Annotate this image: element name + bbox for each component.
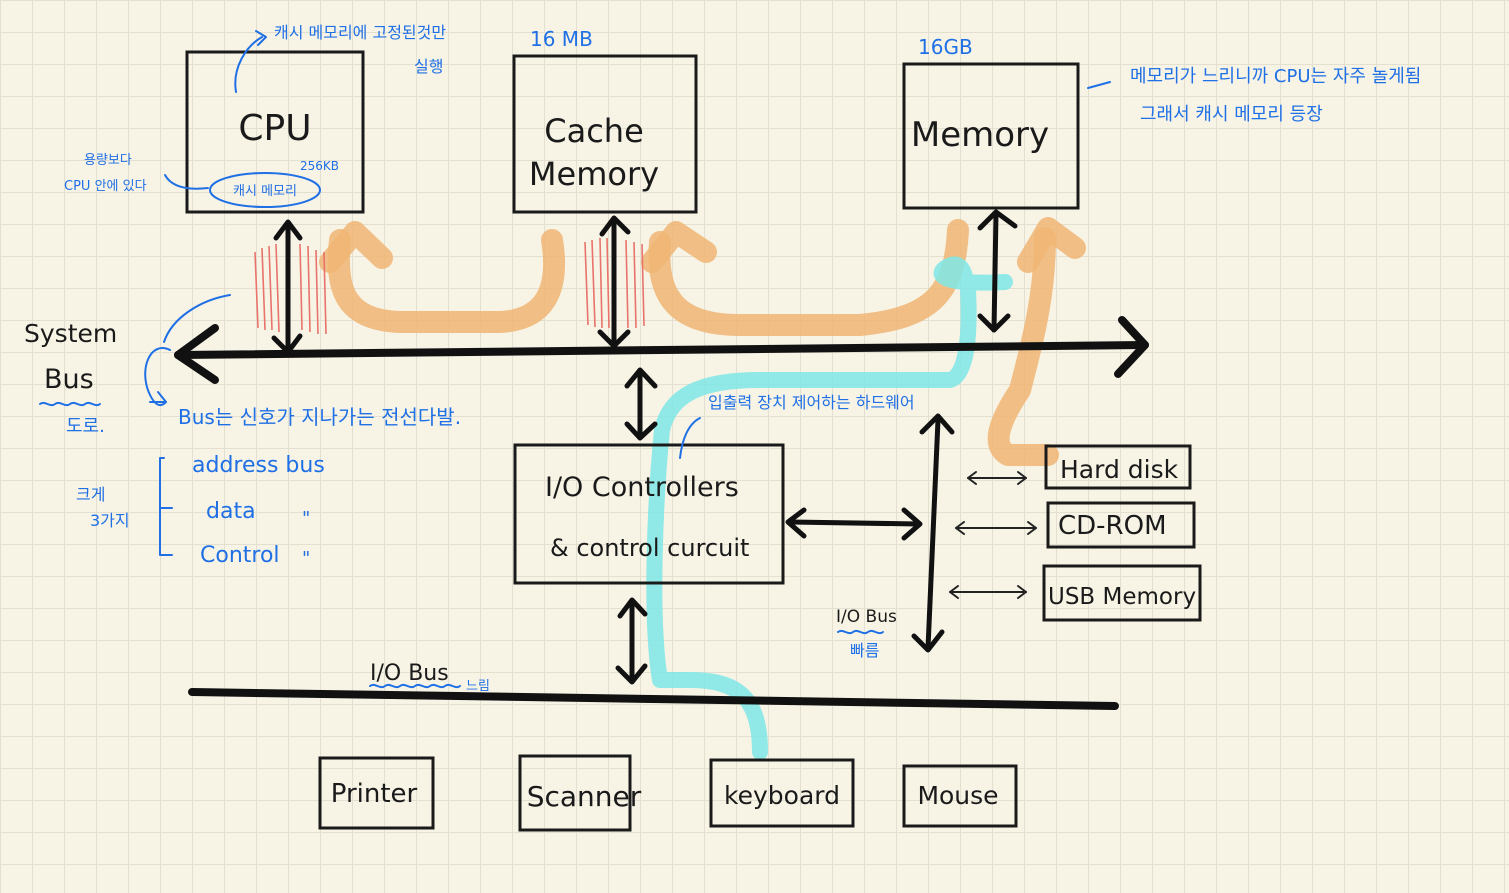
memory-size-label: 16GB — [918, 35, 973, 59]
cache-label-1: Cache — [544, 112, 644, 150]
cpu-top-note-2: 실행 — [414, 57, 443, 76]
cpu-cache-note: 캐시 메모리 — [233, 184, 297, 199]
hard-disk-box — [1044, 444, 1192, 490]
memory-note-1: 메모리가 느리니까 CPU는 자주 놀게됨 — [1130, 66, 1421, 87]
bottom-io-bus — [188, 688, 1119, 710]
io-controller-box — [513, 443, 785, 585]
cpu-bus-hatch — [254, 243, 327, 335]
memory-bus-arrow — [977, 209, 1018, 333]
io-label-2: & control curcuit — [550, 534, 749, 562]
hard-disk-label: Hard disk — [1060, 455, 1179, 484]
cd-rom-link — [955, 521, 1037, 535]
cache-label-2: Memory — [529, 155, 659, 193]
cpu-label: CPU — [238, 108, 311, 149]
mouse-label: Mouse — [917, 781, 998, 810]
cpu-bus-arrow — [271, 219, 303, 355]
bottom-io-bus-label: I/O Bus — [370, 661, 449, 686]
printer-box — [318, 756, 435, 830]
cpu-box — [185, 50, 365, 214]
cd-rom-label: CD-ROM — [1058, 511, 1167, 541]
cpu-left-note-1: 용량보다 — [84, 153, 132, 168]
keyboard-box — [709, 758, 855, 828]
io-bottom-bus-arrow — [615, 597, 648, 685]
cyan-highlight — [646, 256, 1013, 760]
scanner-label: Scanner — [527, 780, 642, 813]
cpu-cache-ellipse — [209, 172, 321, 208]
bus-description-note: Bus는 신호가 지나가는 전선다발. — [178, 405, 461, 429]
fast-note: 빠름 — [850, 641, 879, 660]
memory-box — [902, 62, 1080, 210]
cpu-left-note-2: CPU 안에 있다 — [64, 179, 147, 194]
cpu-cache-size-label: 256KB — [300, 159, 339, 173]
scanner-box — [518, 754, 632, 832]
system-bus-label-2: Bus — [44, 364, 94, 395]
cache-size-label: 16 MB — [530, 27, 593, 51]
system-bus-label-1: System — [24, 319, 117, 348]
printer-label: Printer — [331, 779, 418, 809]
orange-highlight — [319, 217, 1086, 466]
keyboard-label: keyboard — [724, 781, 840, 810]
control-bus-label: Control — [200, 543, 280, 568]
data-bus-label: data — [206, 499, 256, 524]
io-label-1: I/O Controllers — [545, 472, 739, 503]
control-bus-ditto: " — [302, 548, 310, 569]
cpu-top-note-1: 캐시 메모리에 고정된것만 — [274, 23, 446, 42]
memory-note-2: 그래서 캐시 메모리 등장 — [1140, 104, 1323, 125]
io-right-bus-arrow — [785, 507, 923, 541]
right-io-bus-label: I/O Bus — [836, 607, 897, 627]
three-kinds-note-2: 3가지 — [90, 511, 130, 530]
data-bus-ditto: " — [302, 508, 310, 529]
road-note: 도로. — [66, 416, 105, 437]
io-hardware-note: 입출력 장치 제어하는 하드웨어 — [708, 393, 915, 412]
slow-note: 느림 — [466, 679, 490, 694]
memory-label: Memory — [911, 115, 1049, 155]
cache-memory-box — [512, 54, 698, 214]
hard-disk-link — [967, 471, 1027, 485]
mouse-box — [902, 764, 1018, 828]
right-io-bus — [911, 413, 955, 653]
usb-memory-link — [949, 585, 1027, 599]
cache-bus-arrow — [597, 215, 631, 349]
usb-memory-box — [1042, 564, 1202, 622]
address-bus-label: address bus — [192, 453, 325, 478]
cd-rom-box — [1046, 501, 1196, 549]
system-bus — [174, 316, 1149, 384]
annotation-lines — [39, 30, 1111, 689]
cache-bus-hatch — [584, 237, 645, 329]
three-kinds-note-1: 크게 — [76, 485, 105, 504]
io-system-bus-arrow — [624, 367, 658, 441]
usb-memory-label: USB Memory — [1048, 584, 1196, 610]
